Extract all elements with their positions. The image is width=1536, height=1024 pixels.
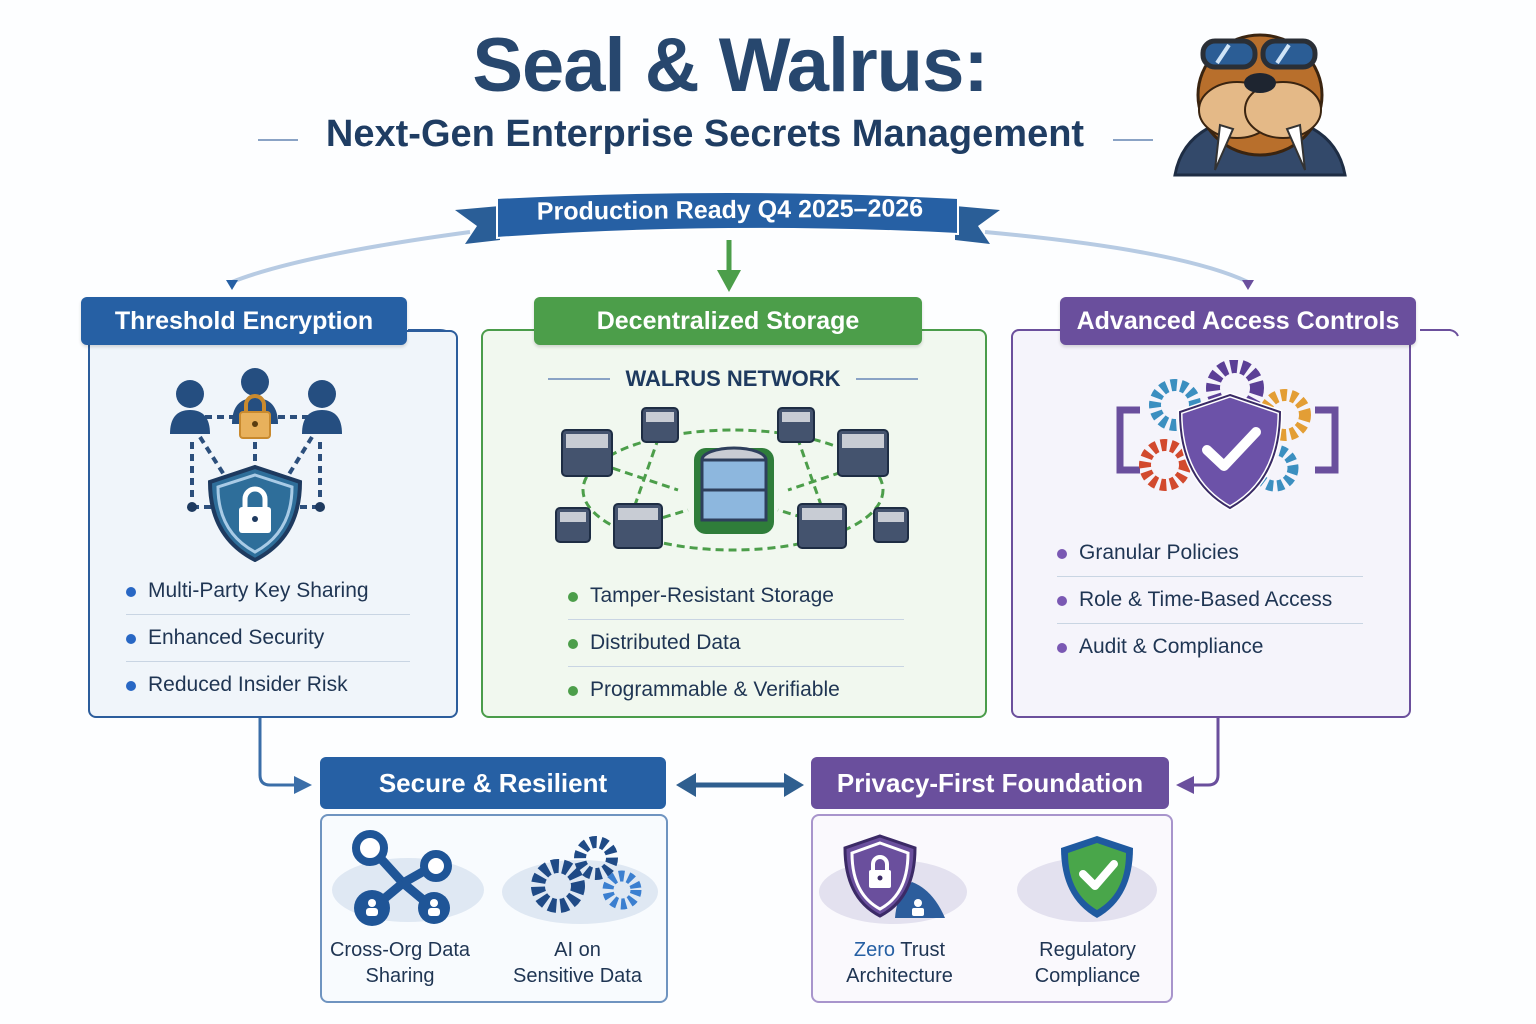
walrus-mascot: [1165, 25, 1355, 185]
pillar-list-threshold-encryption: Multi-Party Key Sharing Enhanced Securit…: [126, 568, 410, 708]
page-title: Seal & Walrus:: [472, 23, 988, 108]
bullet-dot: [1057, 643, 1067, 653]
bullet-dot: [568, 686, 578, 696]
list-item: Role & Time-Based Access: [1057, 577, 1363, 624]
pillar-title-threshold-encryption: Threshold Encryption: [81, 297, 407, 345]
list-item: Enhanced Security: [126, 615, 410, 662]
bullet-dot: [126, 587, 136, 597]
ribbon-label: Production Ready Q4 2025–2026: [536, 194, 924, 226]
gears-icon: [500, 830, 660, 930]
list-item: Programmable & Verifiable: [568, 667, 904, 713]
feature-caption-cross-org: Cross-Org Data Sharing: [329, 939, 471, 987]
bullet-dot: [126, 681, 136, 691]
list-item: Tamper-Resistant Storage: [568, 573, 904, 620]
double-arrow-right-head: [784, 773, 804, 797]
bullet-dot: [568, 592, 578, 602]
outcome-title-privacy-first: Privacy-First Foundation: [811, 757, 1169, 809]
page-subtitle: Next-Gen Enterprise Secrets Management: [325, 113, 1085, 155]
bullet-dot: [1057, 549, 1067, 559]
pillar-list-decentralized-storage: Tamper-Resistant Storage Distributed Dat…: [568, 573, 904, 713]
double-arrow-left-head: [676, 773, 696, 797]
list-item: Audit & Compliance: [1057, 624, 1363, 670]
bullet-dot: [126, 634, 136, 644]
bullet-dot: [568, 639, 578, 649]
walrus-network-heading: WALRUS NETWORK: [548, 365, 918, 393]
multi-party-shield-lock-icon: [160, 362, 350, 562]
green-arrow-head: [717, 270, 741, 292]
arc-right-arrowhead: [1242, 280, 1254, 290]
shield-lock-user-icon: [815, 830, 970, 930]
production-ready-ribbon: [455, 190, 1000, 260]
bullet-dot: [1057, 596, 1067, 606]
pillar-title-advanced-access-controls: Advanced Access Controls: [1060, 297, 1416, 345]
arc-left-arrowhead: [226, 280, 238, 290]
outcome-title-secure-resilient: Secure & Resilient: [320, 757, 666, 809]
shield-check-icon: [1015, 830, 1165, 930]
connector-left-down: [258, 718, 296, 787]
arc-left: [231, 230, 471, 284]
list-item: Distributed Data: [568, 620, 904, 667]
list-item: Granular Policies: [1057, 530, 1363, 577]
network-label: WALRUS NETWORK: [625, 366, 841, 391]
pillar-title-decentralized-storage: Decentralized Storage: [534, 297, 922, 345]
network-share-icon: [328, 828, 488, 928]
feature-caption-zero-trust: Zero Trust Architecture: [846, 939, 953, 987]
feature-caption-regulatory-compliance: Regulatory Compliance: [1034, 939, 1141, 987]
gears-shield-check-icon: [1110, 360, 1350, 510]
server-network-icon: [548, 400, 918, 560]
connector-right-down: [1192, 718, 1220, 787]
list-item: Reduced Insider Risk: [126, 662, 410, 708]
list-item: Multi-Party Key Sharing: [126, 568, 410, 615]
feature-caption-ai-sensitive-data: AI on Sensitive Data: [513, 939, 642, 987]
arc-right: [984, 230, 1249, 284]
pillar-list-advanced-access-controls: Granular Policies Role & Time-Based Acce…: [1057, 530, 1363, 670]
